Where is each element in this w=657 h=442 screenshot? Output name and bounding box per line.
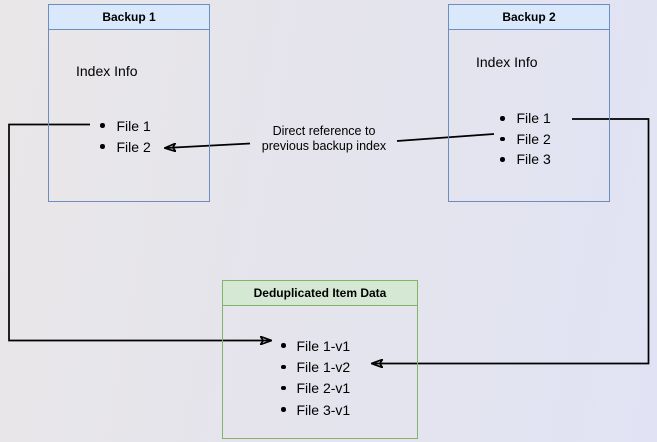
backup2-index-info-label: Index Info [476, 54, 538, 70]
backup1-box: Backup 1 Index Info File 1 File 2 [48, 4, 210, 202]
backup1-header: Backup 1 [49, 5, 209, 30]
bullet-icon [281, 385, 286, 391]
list-item: File 2-v1 [281, 378, 350, 399]
list-item-label: File 1-v2 [296, 358, 351, 375]
dedup-header: Deduplicated Item Data [223, 281, 417, 306]
list-item-label: File 1 [116, 117, 151, 134]
list-item: File 1-v1 [281, 335, 350, 356]
dedup-file-list: File 1-v1 File 1-v2 File 2-v1 File 3-v1 [281, 335, 350, 420]
bullet-icon [281, 343, 286, 348]
list-item-label: File 3 [516, 151, 551, 168]
bullet-icon [500, 157, 505, 162]
direct-reference-label: Direct reference to previous backup inde… [261, 124, 387, 153]
bullet-icon [100, 144, 105, 149]
list-item-label: File 2 [516, 130, 551, 147]
backup2-box: Backup 2 Index Info File 1 File 2 File 3 [448, 4, 610, 202]
bullet-icon [281, 407, 286, 412]
list-item-label: File 3-v1 [296, 401, 351, 418]
backup2-title: Backup 2 [502, 10, 556, 24]
backup2-header: Backup 2 [449, 5, 609, 30]
backup1-file-list: File 1 File 2 [100, 115, 151, 157]
list-item: File 1-v2 [281, 356, 350, 377]
list-item: File 1 [500, 108, 551, 129]
list-item-label: File 2-v1 [296, 380, 351, 397]
backup1-index-info-label: Index Info [76, 63, 138, 79]
bullet-icon [100, 123, 105, 128]
list-item-label: File 2 [116, 138, 151, 155]
bullet-icon [500, 116, 505, 121]
backup1-title: Backup 1 [102, 10, 156, 24]
list-item: File 3-v1 [281, 399, 350, 420]
list-item-label: File 1-v1 [296, 337, 351, 354]
list-item: File 3 [500, 149, 551, 170]
list-item-label: File 1 [516, 110, 551, 127]
dedup-title: Deduplicated Item Data [253, 286, 387, 300]
bullet-icon [281, 364, 286, 370]
dedup-box: Deduplicated Item Data File 1-v1 File 1-… [222, 280, 418, 439]
backup2-file-list: File 1 File 2 File 3 [500, 108, 551, 170]
list-item: File 2 [100, 136, 151, 157]
bullet-icon [500, 136, 505, 141]
list-item: File 2 [500, 129, 551, 150]
list-item: File 1 [100, 115, 151, 136]
